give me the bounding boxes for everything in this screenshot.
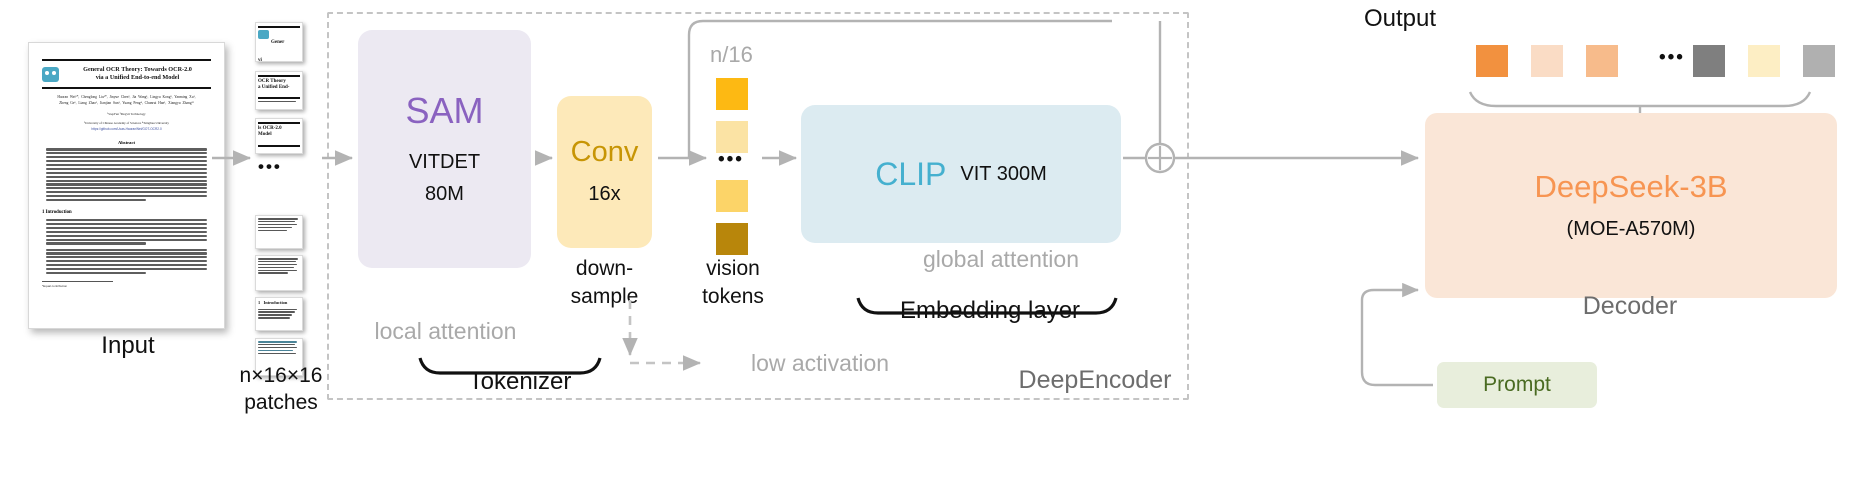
vision-token [716,78,748,110]
prompt-block[interactable]: Prompt [1437,362,1597,408]
deepseek-variant: (MOE-A570M) [1566,217,1696,240]
conv-block[interactable]: Conv 16x [557,96,652,248]
local-attention-caption: local attention [374,318,517,344]
patch-item [255,255,303,291]
deepseek-title: DeepSeek-3B [1534,168,1728,204]
sam-block[interactable]: SAM VITDET 80M [358,30,531,268]
input-document-thumbnail: General OCR Theory: Towards OCR-2.0 via … [28,42,225,329]
doc-affiliation-line2: ³University of Chinese Academy of Scienc… [84,121,169,126]
patch-logo-icon [258,29,269,39]
sam-title: SAM [405,89,484,131]
prompt-title: Prompt [1483,373,1551,396]
doc-title-line2: via a Unified End-to-end Model [95,74,180,82]
output-token [1531,45,1563,77]
vision-token [716,180,748,212]
deepseek-decoder-block[interactable]: DeepSeek-3B (MOE-A570M) [1425,113,1837,298]
sam-params: 80M [425,182,464,205]
output-token [1803,45,1835,77]
patches-label: n×16×16 patches [239,364,323,415]
patch-ellipsis: ••• [258,157,282,176]
output-brace [1468,91,1812,108]
doc-intro-para-1 [42,219,211,245]
doc-affiliation-line1: ¹StepFun ²Megvii Technology [107,111,146,116]
clip-title: CLIP [875,156,947,192]
doc-section-heading: 1 Introduction [42,210,72,216]
clip-block[interactable]: CLIP VIT 300M [801,105,1121,243]
deepencoder-boundary [327,12,1189,400]
embedding-layer-label: Embedding layer [899,297,1081,324]
n-over-16-label: n/16 [710,42,753,67]
doc-abstract-body [42,148,211,202]
sam-subtitle: VITDET [408,150,481,173]
doc-authors-line2: Zheng Ge¹, Liang Zhao¹, Jianjian Sun¹, Y… [59,101,194,106]
patch-item: 1 Introduction [255,297,303,331]
tokenizer-label: Tokenizer [468,368,572,395]
patch-item [255,215,303,249]
doc-top-rule [42,59,211,61]
output-token [1693,45,1725,77]
vision-tokens-label: vision tokens [702,257,764,309]
deepencoder-label: DeepEncoder [1018,366,1172,394]
doc-footnote: *Equal contribution [42,280,113,288]
output-label: Output [1363,5,1437,32]
decoder-label: Decoder [1582,292,1678,320]
doc-title-line1: General OCR Theory: Towards OCR-2.0 [83,66,192,73]
output-token [1586,45,1618,77]
output-token [1748,45,1780,77]
vision-tokens-ellipsis: ••• [718,149,744,170]
input-label: Input [101,332,155,359]
doc-repo-link: https://github.com/Ucas-HaoranWei/GOT-OC… [91,127,162,132]
doc-abstract-heading: Abstract [117,140,136,146]
doc-intro-para-2 [42,248,211,274]
doc-authors-line1: Haoran Wei¹*, Chenglong Liu³*, Jinyue Ch… [57,94,196,99]
vision-token [716,223,748,255]
conv-factor: 16x [588,183,621,205]
output-tokens-ellipsis: ••• [1659,47,1685,68]
global-attention-caption: global attention [922,246,1079,272]
downsample-caption: down- sample [570,257,639,309]
wire-prompt-to-decoder [1360,282,1433,387]
output-token [1476,45,1508,77]
low-activation-label: low activation [750,350,890,376]
conv-title: Conv [570,136,639,168]
paper-logo-icon [42,67,59,82]
doc-under-rule [42,86,211,89]
patch-item [255,338,303,376]
clip-params: VIT 300M [960,162,1047,185]
